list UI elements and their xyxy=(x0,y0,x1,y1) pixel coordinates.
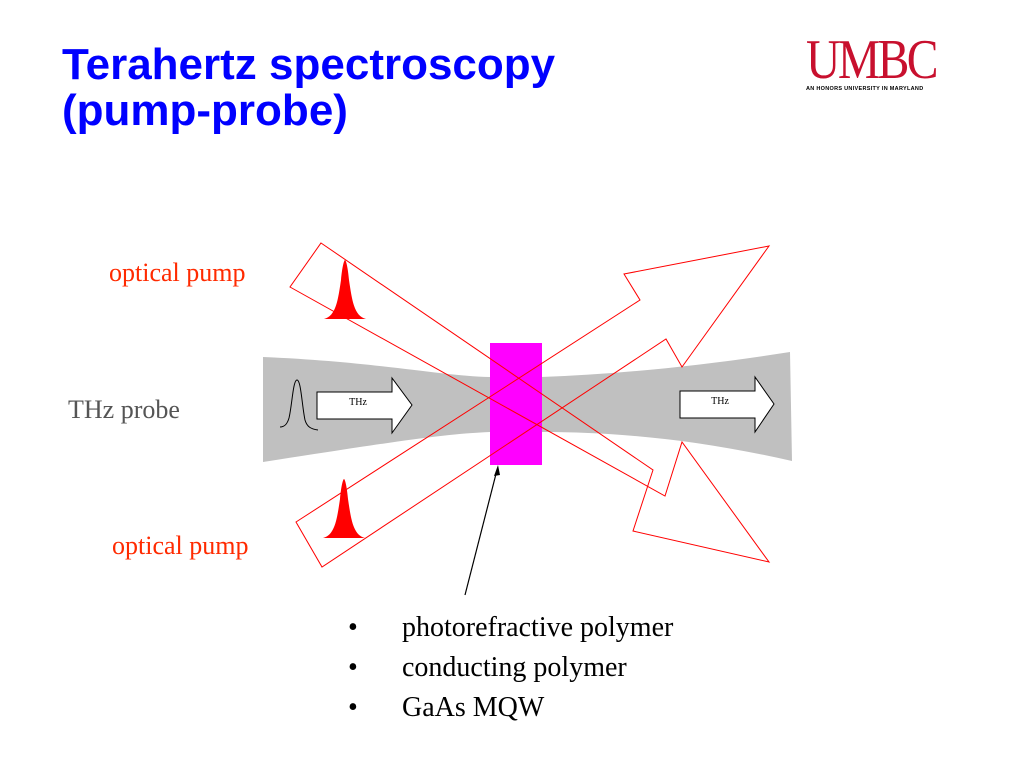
thz-probe-label: THz probe xyxy=(68,395,180,424)
thz-pulse-waveform xyxy=(279,379,319,431)
bullet-symbol: • xyxy=(348,652,358,683)
logo-tagline: AN HONORS UNIVERSITY IN MARYLAND xyxy=(806,86,924,92)
thz-arrow-right xyxy=(679,375,775,434)
sample-pointer-line xyxy=(464,469,498,596)
slide-title: Terahertz spectroscopy (pump-probe) xyxy=(62,42,555,134)
title-line-2: (pump-probe) xyxy=(62,86,348,135)
list-item-text: GaAs MQW xyxy=(402,692,545,723)
pump-beam-lower xyxy=(295,245,771,568)
list-item: • photorefractive polymer xyxy=(348,608,673,648)
thz-arrow-left-label: THz xyxy=(349,397,367,408)
sample-block xyxy=(490,343,542,465)
optical-pump-label-bottom: optical pump xyxy=(112,531,249,560)
optical-pulse-top xyxy=(324,260,366,319)
sample-pointer-arrowhead xyxy=(494,465,500,476)
list-item: • conducting polymer xyxy=(348,648,673,688)
title-line-1: Terahertz spectroscopy xyxy=(62,40,556,89)
optical-pulse-bottom xyxy=(323,479,365,538)
bullet-symbol: • xyxy=(348,692,358,723)
list-item-text: conducting polymer xyxy=(402,652,627,683)
thz-arrow-right-label: THz xyxy=(711,396,729,407)
material-list: • photorefractive polymer • conducting p… xyxy=(348,608,673,728)
list-item: • GaAs MQW xyxy=(348,688,673,728)
thz-arrow-left xyxy=(316,376,413,435)
pump-beam-upper xyxy=(289,242,771,563)
bullet-symbol: • xyxy=(348,612,358,643)
logo-wordmark: UMBC xyxy=(806,29,939,91)
umbc-logo: UMBC AN HONORS UNIVERSITY IN MARYLAND xyxy=(806,29,939,92)
optical-pump-label-top: optical pump xyxy=(109,258,246,287)
list-item-text: photorefractive polymer xyxy=(402,612,674,643)
